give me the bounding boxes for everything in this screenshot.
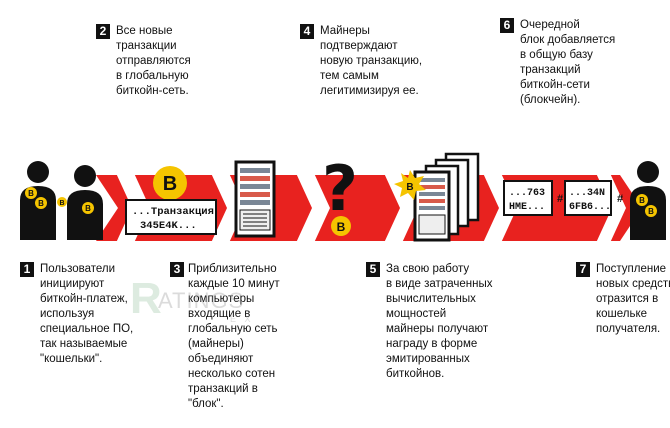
block-1: ...763 HME...	[503, 180, 553, 216]
coin-label: B	[163, 173, 177, 195]
transaction-box: ...Транзакция 345E4K...	[125, 199, 217, 235]
hash-symbol: #	[617, 193, 623, 205]
step-number: 5	[366, 262, 380, 277]
step-number: 2	[96, 24, 110, 39]
step-number: 7	[576, 262, 590, 277]
chevron-separator	[590, 160, 626, 256]
step-text: Очередной блок добавляется в общую базу …	[520, 19, 616, 106]
coin-burst-icon: B	[394, 170, 426, 200]
step-text: Поступление новых средств отразится в ко…	[596, 263, 670, 335]
user-final-receiver-icon: B B	[630, 161, 666, 240]
coin-label: B	[337, 220, 346, 234]
coin-label: B	[639, 196, 645, 205]
step-number: 1	[20, 262, 34, 277]
block-1-line-2: HME...	[509, 202, 545, 213]
step-number: 6	[500, 18, 514, 33]
watermark-text: ATINGS	[158, 288, 245, 313]
step-number: 3	[170, 262, 184, 277]
block-2-line-2: 6FB6...	[569, 202, 611, 213]
step-text: За свою работу в виде затраченных вычисл…	[386, 263, 493, 380]
transaction-label: ...Транзакция	[132, 206, 214, 218]
hash-symbol: #	[557, 193, 563, 205]
chevron-separator	[290, 160, 330, 256]
chevron-separator	[378, 160, 418, 256]
question-glyph: ?	[322, 152, 358, 225]
ratings-watermark: R ATINGS E X	[130, 274, 280, 330]
user-sender-icon	[20, 161, 56, 240]
bitcoin-coin-icon: B B B B	[25, 187, 94, 214]
block-2-line-1: ...34N	[569, 188, 605, 199]
block-2: ...34N 6FB6...	[564, 180, 612, 216]
step-text: Майнеры подтверждают новую транзакцию, т…	[320, 25, 423, 97]
block-1-line-1: ...763	[509, 188, 545, 199]
user-receiver-icon	[67, 165, 103, 240]
coin-label: B	[85, 204, 91, 213]
step-text: Пользователи инициируют биткойн-платеж, …	[40, 263, 134, 365]
coin-label: B	[648, 207, 654, 216]
server-rack-icon	[234, 160, 276, 238]
coin-label: B	[406, 182, 413, 193]
coin-label: B	[38, 199, 44, 208]
step-text: Все новые транзакции отправляются в глоб…	[116, 25, 191, 97]
coin-label: B	[28, 189, 34, 198]
transaction-id: 345E4K...	[140, 220, 197, 232]
server-stack-icon	[413, 152, 480, 242]
step-number: 4	[300, 24, 314, 39]
watermark-logo-letter: R	[130, 274, 162, 323]
coin-label: B	[59, 200, 64, 207]
bitcoin-coin-large-icon: B	[153, 166, 187, 200]
step-text: Приблизительно каждые 10 минут компьютер…	[188, 263, 280, 410]
watermark-subtext: E X	[230, 314, 254, 324]
question-mark-icon: ? B	[322, 152, 358, 236]
